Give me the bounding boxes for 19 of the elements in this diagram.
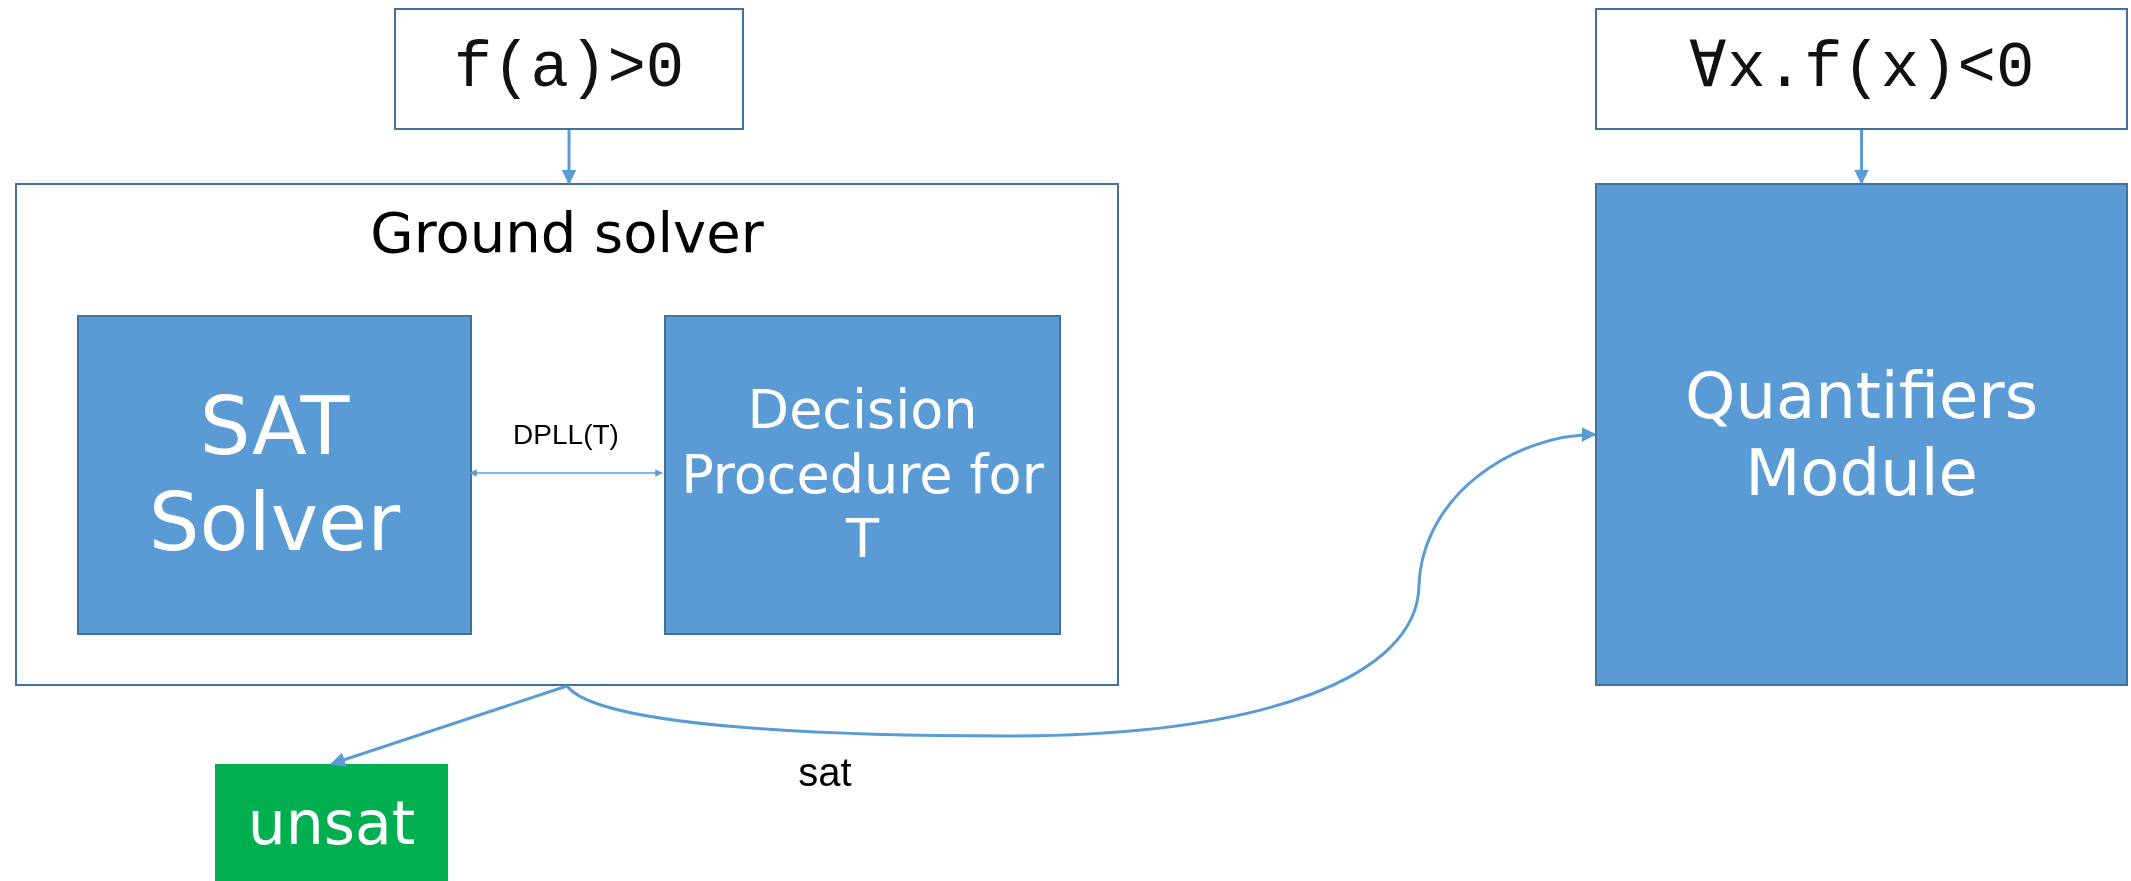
node-label: unsat: [246, 786, 417, 859]
group-title: Ground solver: [369, 199, 765, 267]
arrow: [330, 684, 568, 767]
node-label: SAT Solver: [147, 379, 402, 571]
process-box: [77, 315, 472, 635]
node-label: ∀x.f(x)<0: [1687, 31, 2036, 107]
arrow: [566, 427, 1597, 738]
arrow: [469, 469, 663, 477]
process-box: [215, 764, 448, 881]
group-box: [15, 183, 1119, 686]
process-box: [394, 8, 744, 130]
process-box: [1595, 183, 2128, 686]
node-label: Decision Procedure for T: [680, 377, 1045, 573]
arrow: [1854, 130, 1869, 185]
process-box: [664, 315, 1061, 635]
process-box: [1595, 8, 2128, 130]
node-label: Quantifiers Module: [1684, 357, 2039, 512]
arrow: [561, 130, 577, 185]
node-label: f(a)>0: [452, 31, 686, 107]
